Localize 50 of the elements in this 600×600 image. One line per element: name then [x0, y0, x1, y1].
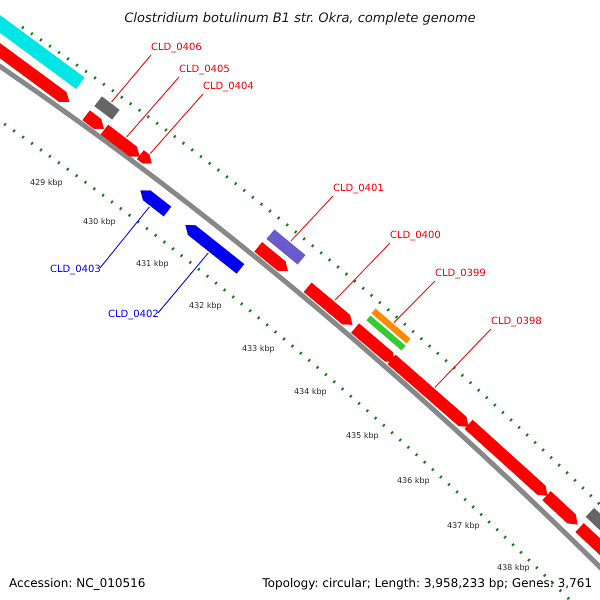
diagram-title: Clostridium botulinum B1 str. Okra, complete genome [123, 10, 477, 28]
gene-segment [185, 224, 244, 274]
leader-line [334, 242, 390, 301]
scale-label: 437 kbp [447, 521, 480, 531]
gene-segment [304, 282, 352, 325]
gene-label: CLD_0399 [435, 268, 486, 280]
leader-line [290, 196, 334, 242]
gene-label: CLD_0400 [390, 230, 441, 242]
gene-block [266, 229, 306, 265]
scale-label: 436 kbp [397, 476, 430, 486]
gene-label: CLD_0401 [333, 183, 384, 195]
gene-block [371, 308, 411, 344]
gene-segment [82, 110, 104, 129]
scale-label: 430 kbp [83, 217, 116, 227]
leader-line [434, 328, 492, 388]
gene-block [0, 14, 85, 90]
gene-segment [0, 43, 70, 102]
gene-segment [254, 242, 288, 272]
footer-text: Topology: circular; Length: 3,958,233 bp; Genes: 3,761 [262, 575, 592, 592]
scale-label: 434 kbp [294, 387, 327, 397]
scale-label: 429 kbp [30, 178, 63, 188]
gene-segment [387, 354, 469, 427]
gene-segment [140, 190, 172, 216]
gene-label: CLD_0398 [491, 316, 542, 328]
gene-segment [136, 150, 152, 164]
gene-label: CLD_0406 [151, 42, 202, 54]
gene-label: CLD_0405 [179, 64, 230, 76]
scale-label: 438 kbp [497, 563, 530, 573]
gene-block [366, 315, 406, 351]
scale-label: 432 kbp [189, 301, 222, 311]
leader-line [126, 76, 180, 138]
gene-segment [100, 124, 140, 157]
footer-text: Accession: NC_010516 [9, 575, 146, 592]
scale-label: 433 kbp [242, 344, 275, 354]
scale-label: 435 kbp [346, 431, 379, 441]
gene-segment [575, 523, 600, 557]
gene-block [94, 96, 120, 120]
leader-line [150, 94, 204, 154]
gene-segment [351, 323, 396, 362]
gene-segment [464, 420, 548, 496]
scale-label: 431 kbp [136, 259, 169, 269]
gene-label: CLD_0402 [108, 309, 159, 321]
gene-block [586, 508, 600, 532]
leader-line [158, 252, 209, 314]
gene-segment [542, 491, 578, 525]
leader-line [111, 54, 152, 102]
gene-label: CLD_0403 [50, 264, 101, 276]
leader-line [100, 206, 150, 268]
gene-label: CLD_0404 [203, 81, 254, 93]
leader-line [393, 280, 436, 324]
